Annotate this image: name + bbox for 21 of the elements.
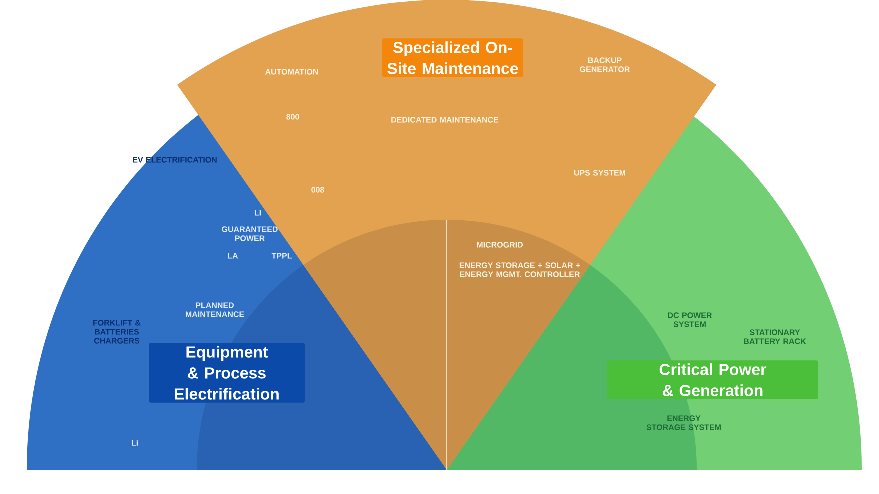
segment-label: 008 [312,187,324,193]
segment-label: DC POWER SYSTEM [668,312,712,328]
segment-label: GUARANTEED POWER [222,226,278,242]
segment-label: ENERGY STORAGE SYSTEM [646,416,721,430]
segment-label: STATIONARY BATTERY RACK [744,330,806,344]
segment-label: AUTOMATION [265,69,318,75]
segment-label: MICROGRID [477,242,523,248]
segment-label: Li [132,440,138,446]
segment-label: UPS SYSTEM [574,170,626,176]
segment-label: TPPL [272,253,292,259]
segment-label: LI [254,210,262,216]
segment-label: PLANNED MAINTENANCE [186,302,244,318]
segment-label: 800 [286,114,300,120]
title-box: Critical Power & Generation [608,360,818,400]
segment-label: LA [228,253,238,259]
segment-label: FORKLIFT & BATTERIES CHARGERS [94,320,141,344]
title-box: Specialized On-Site Maintenance [382,38,524,78]
segment-label: ENERGY STORAGE + SOLAR + ENERGY MGMT. CONTROLLER [460,262,580,278]
segment-label: BACKUP GENERATOR [580,58,630,72]
title-box: Equipment & Process Electrification [149,343,305,403]
segment-label: DEDICATED MAINTENANCE [392,117,499,123]
